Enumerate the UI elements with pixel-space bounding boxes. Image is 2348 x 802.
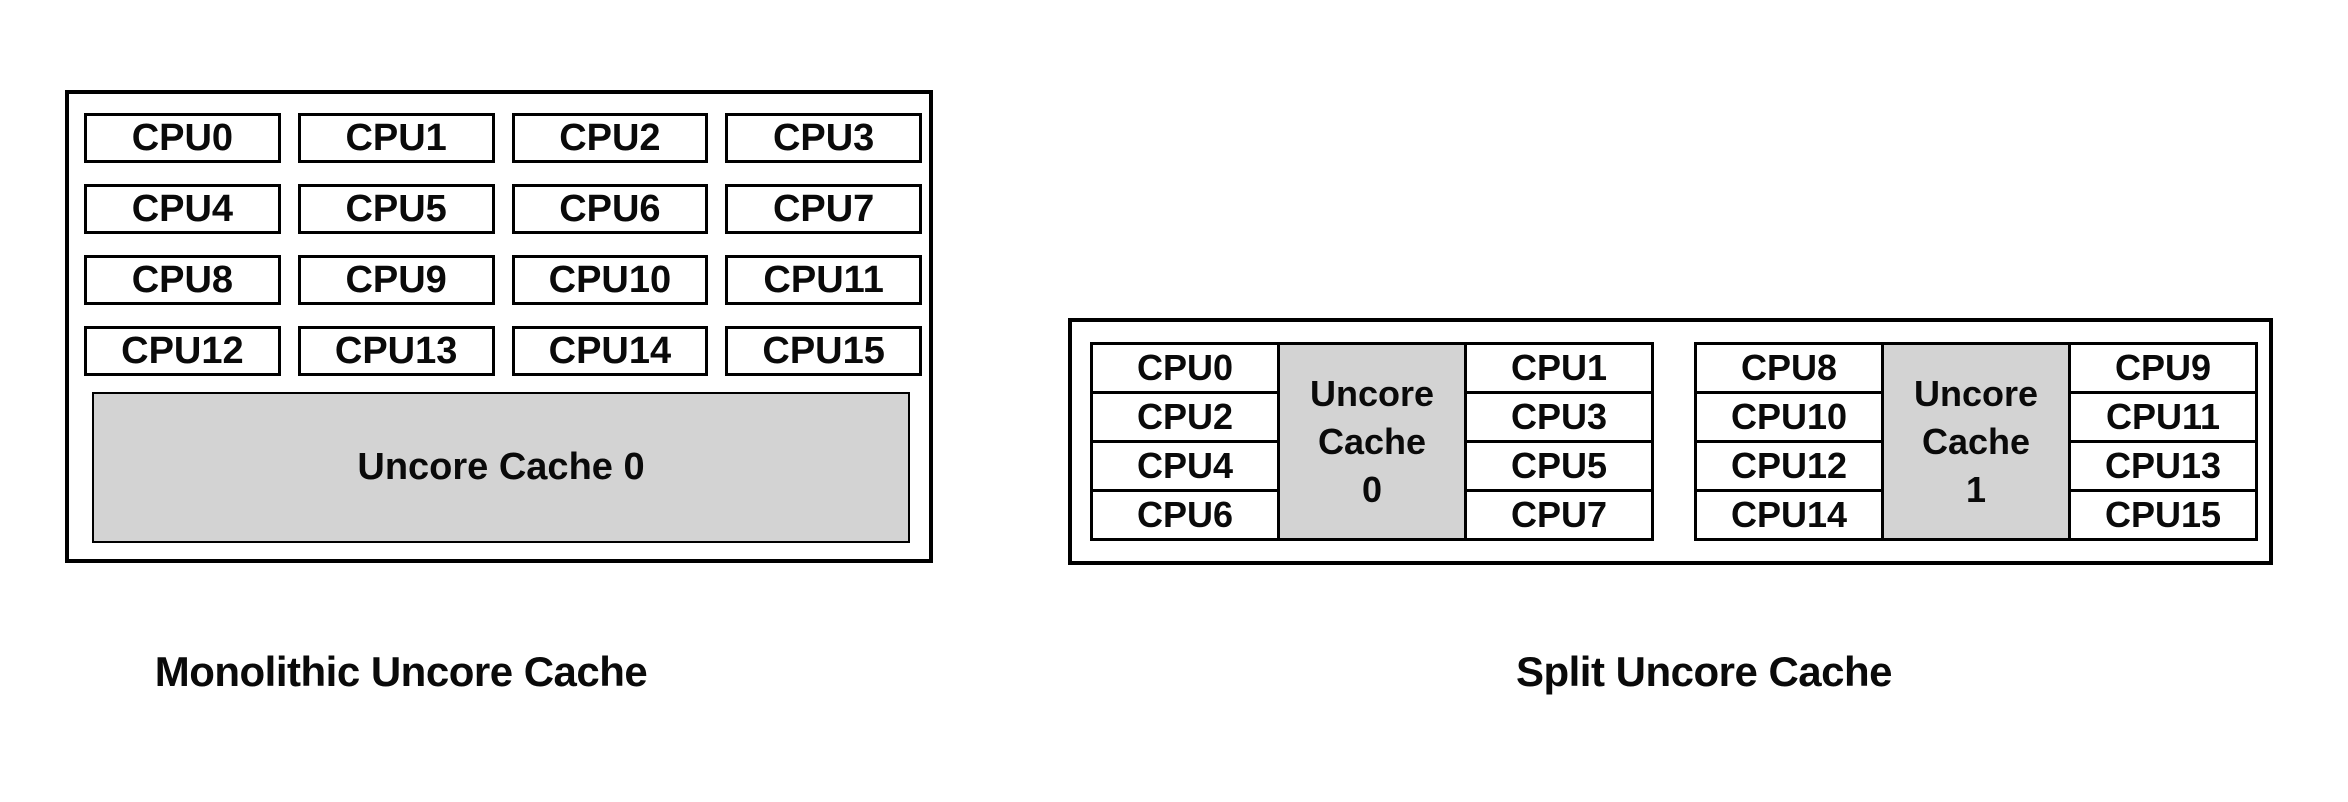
cpu-cell: CPU1 [1464, 342, 1654, 394]
uncore-label-line: Cache [1317, 420, 1427, 462]
cpu-box: CPU6 [511, 184, 709, 234]
cpu-cell: CPU9 [2068, 342, 2258, 394]
cpu-box: CPU14 [511, 326, 709, 376]
caption-split: Split Uncore Cache [1515, 648, 1893, 695]
cluster-1: CPU8 CPU10 CPU12 CPU14 Uncore Cache 1 CP… [1694, 342, 2258, 541]
cpu-column-odd: CPU1 CPU3 CPU5 CPU7 [1464, 342, 1654, 541]
monolithic-uncore-diagram: CPU0 CPU1 CPU2 CPU3 CPU4 CPU5 CPU6 CPU7 … [65, 90, 933, 563]
cpu-cell: CPU4 [1090, 440, 1280, 492]
uncore-cache-1-box: Uncore Cache 1 [1881, 342, 2071, 541]
uncore-cache-0-box: Uncore Cache 0 [1277, 342, 1467, 541]
uncore-label-line: Uncore [1309, 372, 1435, 414]
cpu-cell: CPU10 [1694, 391, 1884, 443]
cpu-box: CPU4 [84, 184, 281, 234]
cpu-box: CPU12 [84, 326, 281, 376]
cpu-box: CPU9 [297, 255, 495, 305]
uncore-label-line: 0 [1361, 468, 1383, 510]
cpu-box: CPU13 [297, 326, 495, 376]
cpu-column-odd: CPU9 CPU11 CPU13 CPU15 [2068, 342, 2258, 541]
cpu-cell: CPU13 [2068, 440, 2258, 492]
cpu-cell: CPU3 [1464, 391, 1654, 443]
cpu-box: CPU11 [725, 255, 922, 305]
uncore-label-line: 1 [1965, 468, 1987, 510]
cpu-cell: CPU2 [1090, 391, 1280, 443]
cpu-box: CPU2 [511, 113, 709, 163]
cpu-cell: CPU5 [1464, 440, 1654, 492]
cpu-grid: CPU0 CPU1 CPU2 CPU3 CPU4 CPU5 CPU6 CPU7 … [84, 113, 922, 376]
cpu-cell: CPU11 [2068, 391, 2258, 443]
cpu-box: CPU3 [725, 113, 922, 163]
cpu-cell: CPU14 [1694, 489, 1884, 541]
cpu-box: CPU1 [297, 113, 495, 163]
cpu-box: CPU7 [725, 184, 922, 234]
cluster-0: CPU0 CPU2 CPU4 CPU6 Uncore Cache 0 CPU1 … [1090, 342, 1654, 541]
cpu-box: CPU5 [297, 184, 495, 234]
uncore-label-line: Cache [1921, 420, 2031, 462]
cpu-box: CPU15 [725, 326, 922, 376]
split-uncore-diagram: CPU0 CPU2 CPU4 CPU6 Uncore Cache 0 CPU1 … [1068, 318, 2273, 565]
cpu-cell: CPU8 [1694, 342, 1884, 394]
cpu-box: CPU0 [84, 113, 281, 163]
cpu-box: CPU10 [511, 255, 709, 305]
cpu-column-even: CPU0 CPU2 CPU4 CPU6 [1090, 342, 1280, 541]
cpu-cell: CPU6 [1090, 489, 1280, 541]
uncore-label-line: Uncore [1913, 372, 2039, 414]
cpu-cell: CPU12 [1694, 440, 1884, 492]
cpu-column-even: CPU8 CPU10 CPU12 CPU14 [1694, 342, 1884, 541]
cpu-cell: CPU0 [1090, 342, 1280, 394]
cpu-cell: CPU7 [1464, 489, 1654, 541]
caption-monolithic: Monolithic Uncore Cache [154, 648, 648, 695]
cpu-box: CPU8 [84, 255, 281, 305]
uncore-cache-0-box: Uncore Cache 0 [92, 392, 910, 543]
cpu-cell: CPU15 [2068, 489, 2258, 541]
